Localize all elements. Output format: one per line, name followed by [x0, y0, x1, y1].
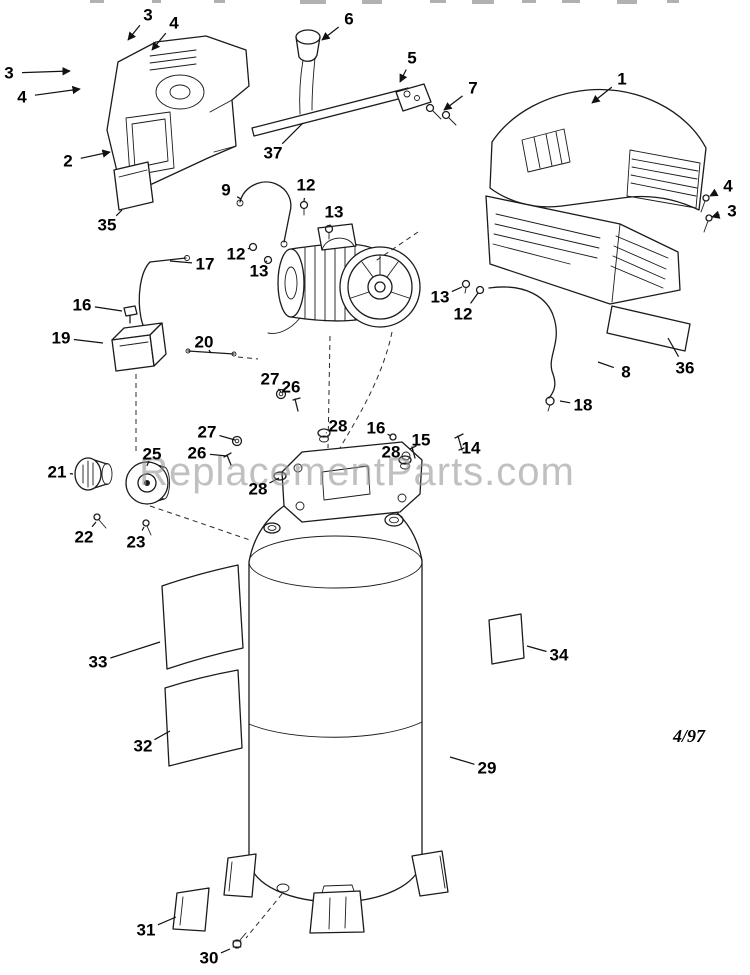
- callout-12: 12: [453, 304, 473, 324]
- decals-parts-32-33-34: [161, 564, 525, 767]
- callout-26: 26: [281, 377, 301, 397]
- callout-4: 4: [169, 13, 179, 33]
- callout-9: 9: [221, 180, 231, 200]
- callout-37: 37: [263, 143, 283, 163]
- callout-13: 13: [324, 202, 344, 222]
- callout-14: 14: [461, 438, 481, 458]
- callout-35: 35: [97, 215, 117, 235]
- callout-33: 33: [88, 652, 108, 672]
- callout-4: 4: [723, 176, 733, 196]
- handle-parts-5-6-7-37: [251, 29, 457, 137]
- feet-parts-30-31: [172, 850, 449, 949]
- callout-17: 17: [195, 254, 215, 274]
- callout-15: 15: [411, 430, 431, 450]
- label-plate-part-35: [113, 161, 154, 211]
- callout-8: 8: [621, 362, 631, 382]
- tank-part-29: [248, 488, 423, 903]
- callout-2: 2: [63, 151, 73, 171]
- callout-20: 20: [194, 332, 214, 352]
- callout-16: 16: [72, 295, 92, 315]
- callout-16: 16: [366, 418, 386, 438]
- callout-26: 26: [187, 443, 207, 463]
- callout-27: 27: [197, 422, 217, 442]
- manifold-fittings: [223, 388, 465, 481]
- revision-date: 4/97: [673, 726, 706, 746]
- callout-32: 32: [133, 736, 153, 756]
- mounting-bracket-part-28: [281, 441, 423, 523]
- tubes-and-fittings: [123, 181, 557, 412]
- shroud-part-2: [106, 35, 250, 189]
- bracket-part-19: [111, 322, 167, 372]
- callout-21: 21: [47, 462, 67, 482]
- callout-25: 25: [142, 444, 162, 464]
- regulator-gauge-parts: [74, 457, 170, 536]
- callout-28: 28: [248, 479, 268, 499]
- callout-22: 22: [74, 527, 94, 547]
- callout-34: 34: [549, 645, 569, 665]
- callout-13: 13: [249, 261, 269, 281]
- callout-3: 3: [143, 5, 153, 25]
- callout-13: 13: [430, 287, 450, 307]
- callout-1: 1: [617, 69, 627, 89]
- construction-dashed-lines: [135, 231, 419, 939]
- callout-23: 23: [126, 532, 146, 552]
- callout-28: 28: [381, 442, 401, 462]
- callout-3: 3: [727, 201, 737, 221]
- callout-28: 28: [328, 416, 348, 436]
- callout-6: 6: [344, 9, 354, 29]
- callout-5: 5: [407, 48, 417, 68]
- cover-assembly-part-1: [485, 88, 713, 305]
- callout-29: 29: [477, 758, 497, 778]
- callout-12: 12: [296, 175, 316, 195]
- callout-18: 18: [573, 395, 593, 415]
- leader-lines: [21, 24, 721, 954]
- callout-4: 4: [17, 87, 27, 107]
- callout-7: 7: [468, 78, 478, 98]
- cropped-top-text: [90, 0, 679, 4]
- callout-19: 19: [51, 328, 71, 348]
- callout-31: 31: [136, 920, 156, 940]
- callout-12: 12: [226, 244, 246, 264]
- callout-30: 30: [199, 948, 219, 968]
- callout-3: 3: [4, 63, 14, 83]
- callout-36: 36: [675, 358, 695, 378]
- callout-27: 27: [260, 369, 280, 389]
- pump-motor-assembly: [267, 223, 421, 334]
